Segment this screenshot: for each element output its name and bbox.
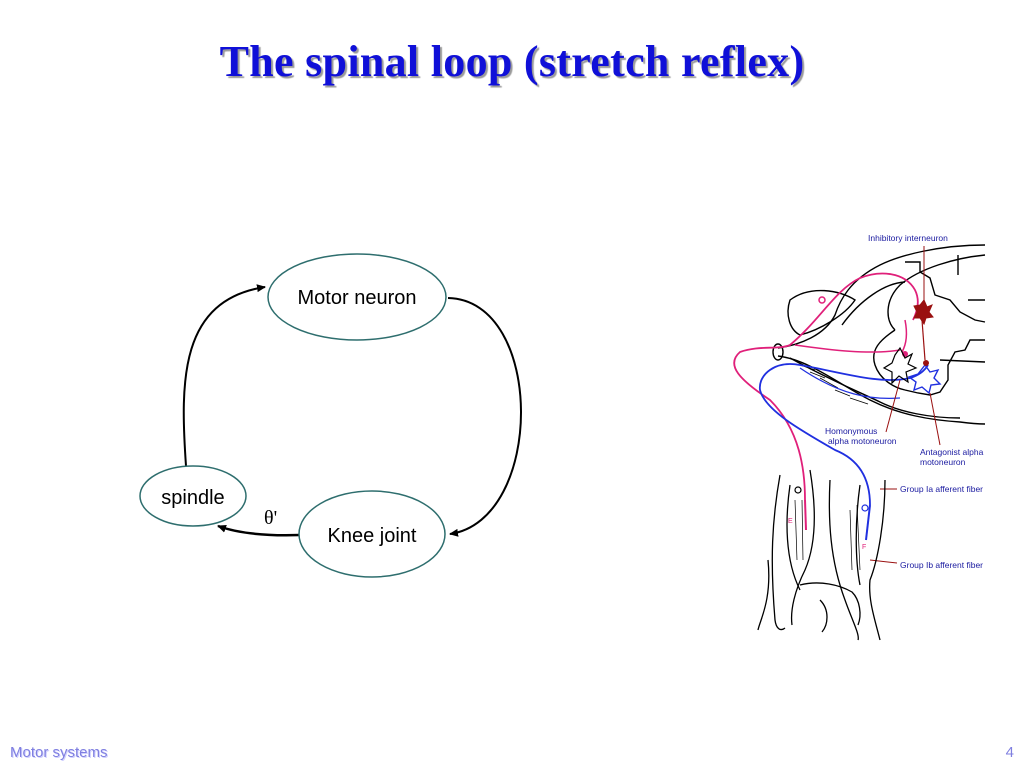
homonymous-motoneuron-label-line1: Homonymous <box>825 426 877 436</box>
inhibitory-interneuron-label: Inhibitory interneuron <box>868 233 948 243</box>
spinal-cord-reflex-illustration: E F Inhibitory interneuron Homonymous al… <box>733 233 986 641</box>
homonymous-motoneuron-icon <box>907 363 942 395</box>
motor-neuron-node <box>267 253 447 341</box>
homonymous-motoneuron-label-line2: alpha motoneuron <box>828 436 897 446</box>
inhibitory-interneuron-icon <box>913 299 934 326</box>
spindle-label: spindle <box>161 487 224 509</box>
leg-muscles-outline <box>757 469 886 641</box>
knee-joint-node <box>298 490 446 578</box>
spinal-cord-cross-section <box>772 244 986 425</box>
group-ib-afferent-label: Group Ib afferent fiber <box>900 560 983 570</box>
group-ia-afferent-fiber-path <box>733 272 919 501</box>
antagonist-motoneuron-icon <box>882 346 918 385</box>
slide-page-number: 4 <box>1005 744 1014 761</box>
knee-joint-label: Knee joint <box>328 525 417 547</box>
group-ia-afferent-label: Group Ia afferent fiber <box>900 484 983 494</box>
antagonist-motoneuron-label-line2: motoneuron <box>920 457 966 467</box>
arrow-motor-neuron-to-knee-joint <box>447 297 522 537</box>
muscle-f-label: F <box>862 544 866 551</box>
spindle-node <box>139 465 247 527</box>
footer-course-title: Motor systems <box>10 744 108 761</box>
antagonist-motoneuron-label-line1: Antagonist alpha <box>920 447 984 457</box>
muscle-e-label: E <box>788 518 793 525</box>
theta-prime-label: θ' <box>264 507 277 529</box>
motor-neuron-label: Motor neuron <box>298 287 417 309</box>
arrow-knee-joint-to-spindle <box>217 524 301 537</box>
slide-title: The spinal loop (stretch reflex) <box>219 37 805 86</box>
arrow-spindle-to-motor-neuron <box>182 284 266 467</box>
stretch-reflex-loop-diagram: Motor neuron spindle Knee joint θ' <box>139 253 522 578</box>
